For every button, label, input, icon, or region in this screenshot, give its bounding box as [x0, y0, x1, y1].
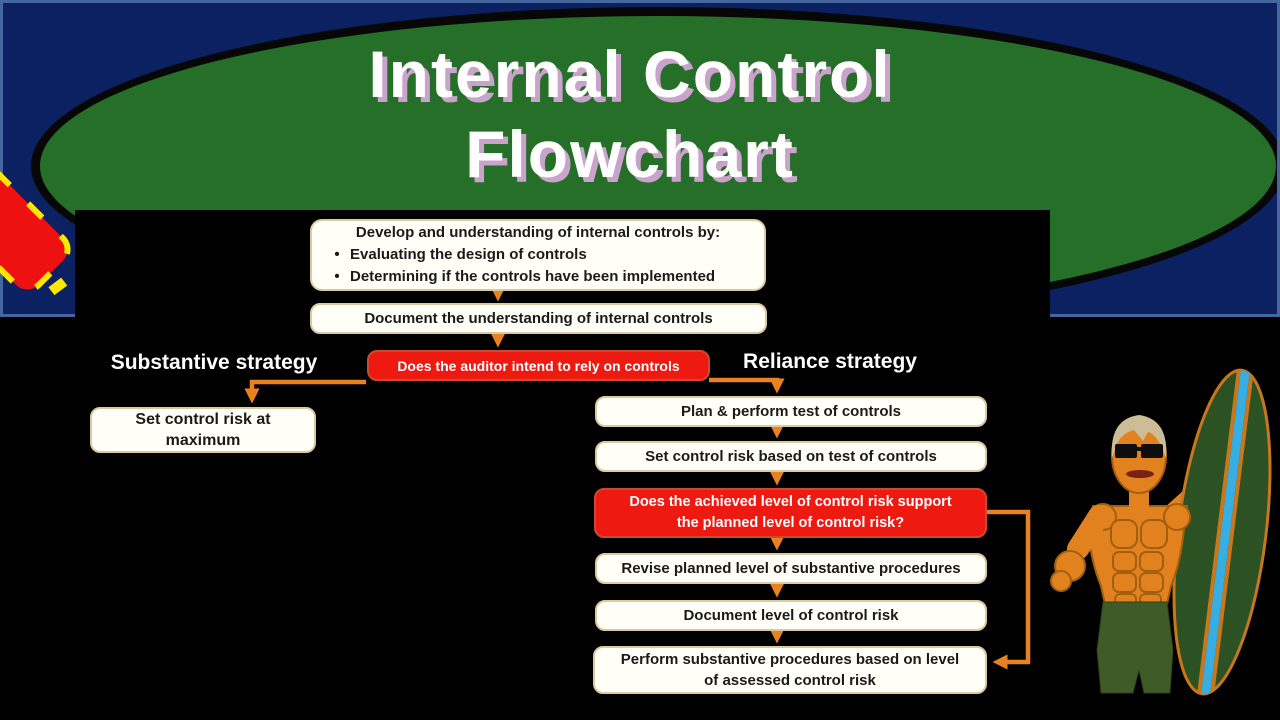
surfer-shorts: [1096, 601, 1174, 694]
node-revise-planned-level: Revise planned level of substantive proc…: [595, 553, 987, 584]
node-set-control-risk-maximum: Set control risk at maximum: [90, 407, 316, 453]
decision-line: Does the achieved level of control risk …: [629, 494, 952, 510]
surfer-mouth: [1126, 470, 1154, 478]
node-develop-understanding: Develop and understanding of internal co…: [310, 219, 766, 291]
label-reliance-strategy: Reliance strategy: [743, 350, 917, 373]
title-line-2: Flowchart: [465, 117, 795, 191]
connector-achieved-feedback: [986, 509, 1031, 670]
node-document-control-risk: Document level of control risk: [595, 600, 987, 631]
node-perform-substantive: Perform substantive procedures based on …: [593, 646, 987, 694]
node-line: Set control risk at: [135, 411, 271, 428]
node-set-control-risk-tests: Set control risk based on test of contro…: [595, 441, 987, 472]
connector-substantive: [244, 379, 366, 404]
node-plan-perform-tests: Plan & perform test of controls: [595, 396, 987, 427]
bullet-marker: •: [334, 268, 340, 285]
surfer-icon: [1050, 366, 1272, 700]
bullet-text: Evaluating the design of controls: [350, 246, 587, 263]
surfboard: [1172, 366, 1272, 700]
node-line: Perform substantive procedures based on …: [620, 651, 960, 668]
bullet-marker: •: [334, 246, 340, 263]
node-heading: Develop and understanding of internal co…: [355, 224, 721, 241]
node-document-understanding: Document the understanding of internal c…: [310, 303, 767, 334]
label-substantive-strategy: Substantive strategy: [110, 351, 318, 374]
connector-reliance: [709, 377, 785, 394]
title-line-1: Internal Control: [368, 37, 892, 111]
sunglasses-icon: [1115, 444, 1137, 458]
page-title: Internal Control Flowchart: [300, 34, 960, 194]
decision-line: the planned level of control risk?: [676, 515, 905, 531]
node-line: of assessed control risk: [704, 672, 876, 689]
surfer-hair: [1111, 415, 1167, 458]
bullet-item: • Evaluating the design of controls: [324, 244, 752, 266]
flashlight-icon: [0, 107, 71, 296]
decision-achieved-level: Does the achieved level of control risk …: [594, 488, 987, 538]
decision-rely-on-controls: Does the auditor intend to rely on contr…: [367, 350, 710, 381]
bullet-text: Determining if the controls have been im…: [350, 268, 716, 285]
node-line: maximum: [165, 432, 241, 449]
bullet-item: • Determining if the controls have been …: [324, 266, 752, 288]
